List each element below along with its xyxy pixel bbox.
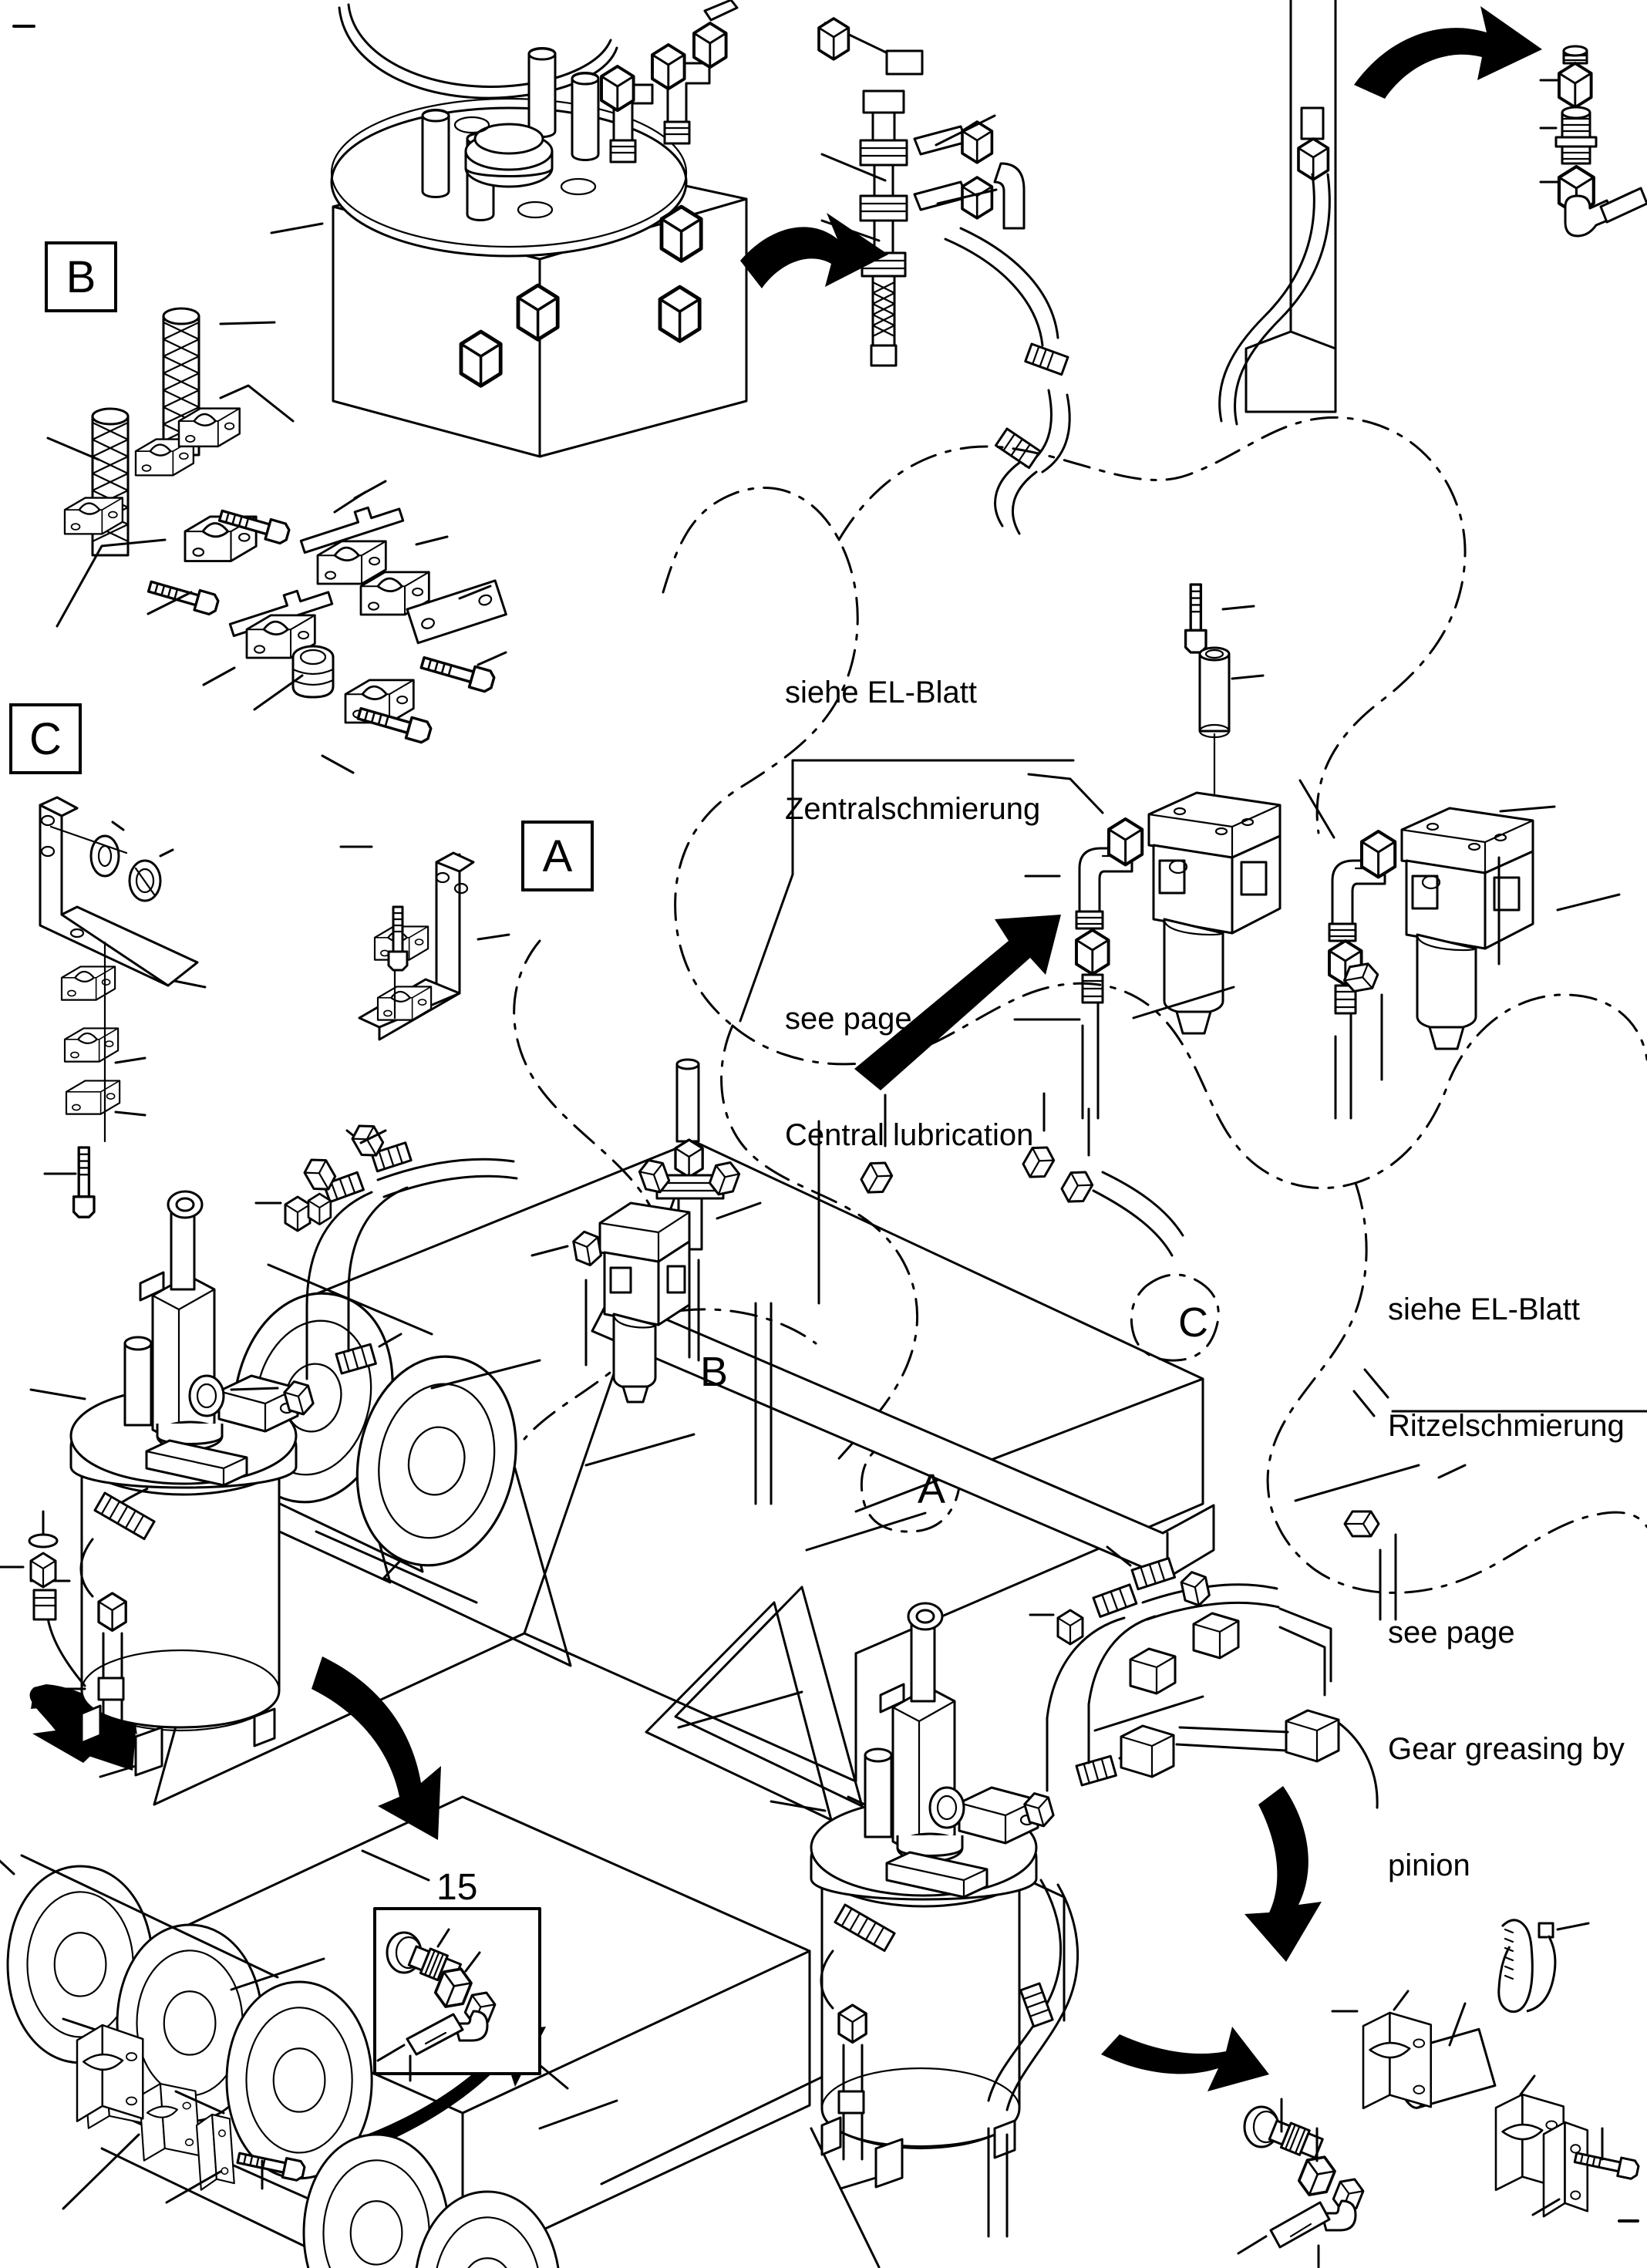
fitting-explode-top-right — [1539, 45, 1647, 238]
pump-reservoir-top — [270, 3, 748, 458]
gear-greasing-note-line-4: see page — [1388, 1615, 1515, 1650]
arrow-to-pipe-clamps — [1245, 1786, 1322, 1962]
gear-greasing-note-line-2: Ritzelschmierung — [1388, 1408, 1625, 1443]
note-leader-lines — [739, 759, 1647, 1417]
roller-stack-left — [214, 1263, 536, 1604]
detail-ref-b: B — [700, 1349, 729, 1395]
hose-lower-right — [987, 1879, 1079, 2238]
central-lubrication-note-line-2: Zentralschmierung — [785, 791, 1041, 826]
detail-box-c-label: C — [29, 713, 62, 764]
hose-left-pump-feed — [254, 1129, 518, 1308]
pump-drum-right — [770, 1602, 1143, 2190]
gear-greasing-note-line-1: siehe EL-Blatt — [1388, 1292, 1581, 1326]
item-15-detail — [361, 1849, 569, 2090]
detail-ref-a: A — [918, 1466, 946, 1512]
gear-greasing-note-line-6: pinion — [1388, 1848, 1470, 1883]
detail-box-a: A — [521, 821, 594, 891]
gear-greasing-note-line-5: Gear greasing by — [1388, 1732, 1625, 1767]
hose-clamp-group-b — [46, 307, 507, 774]
central-lubrication-note-gap — [785, 906, 1040, 922]
bracket-detail-bottom-left — [76, 2024, 144, 2122]
arrow-to-fitting — [1354, 6, 1542, 99]
arrow-to-item15 — [312, 1656, 441, 1840]
central-lubrication-note-line-5: Central lubrication — [785, 1118, 1034, 1153]
distributor-manifold — [817, 17, 1026, 367]
pipe-clamp-group-right — [1331, 1919, 1641, 2218]
machine-column — [1218, 0, 1337, 426]
hose-bottom-left — [0, 1510, 86, 1687]
leader-lines — [230, 893, 1621, 2130]
central-lubrication-note: siehe EL-Blatt Zentralschmierung see pag… — [785, 595, 1040, 1194]
tank-elbow-fittings — [600, 0, 739, 163]
detail-box-a-label: A — [542, 831, 573, 881]
detail-zone-outlines — [513, 416, 1647, 1594]
item-15-callout-label: 15 — [436, 1867, 478, 1908]
gear-greasing-note-gap — [1388, 1523, 1625, 1535]
arrow-to-distributor — [740, 213, 888, 288]
mid-manifold — [530, 1058, 820, 1505]
detail-box-c: C — [9, 703, 82, 774]
central-lubrication-note-line-1: siehe EL-Blatt — [785, 675, 978, 709]
pump-drum-left — [29, 1190, 402, 1778]
fitting-explode-bottom — [1237, 2098, 1368, 2268]
bracket-group-c — [39, 796, 510, 1218]
arrow-to-lubricators — [854, 915, 1061, 1090]
inline-fittings-upper-frame — [299, 961, 1467, 1621]
detail-ref-c: C — [1178, 1299, 1208, 1346]
hose-runs-upper — [944, 227, 1071, 535]
hose-runs-right-pump — [1029, 1545, 1379, 1809]
detail-box-b-label: B — [66, 251, 96, 302]
gear-greasing-note: siehe EL-Blatt Ritzelschmierung see page… — [1388, 1212, 1625, 1924]
arrow-to-bottom-fitting — [1101, 2027, 1269, 2091]
detail-box-b: B — [45, 241, 117, 312]
filter-lubricator-pair — [1013, 583, 1556, 1120]
central-lubrication-note-line-4: see page — [785, 1001, 912, 1036]
